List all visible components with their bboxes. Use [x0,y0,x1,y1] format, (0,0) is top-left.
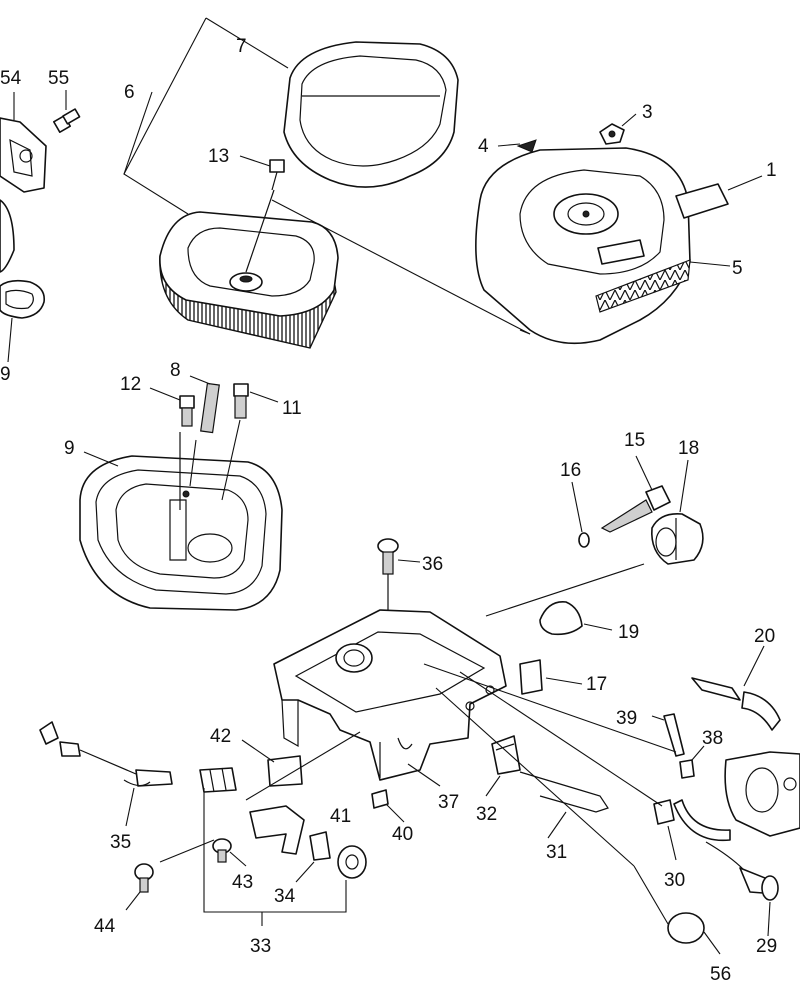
part-9-filter-base [79,432,283,611]
callout-44: 44 [94,916,116,937]
part-44-screw [134,863,154,893]
part-11-bolt [233,383,249,419]
carburetor [724,751,800,837]
callout-54: 54 [0,68,22,89]
part-34-washer [309,831,367,879]
part-16-o-ring [578,532,590,548]
part-15-bolt [600,485,671,533]
callout-33: 33 [250,936,271,957]
callout-1: 1 [766,160,777,181]
part-3-nut [599,123,625,145]
callout-38: 38 [702,728,723,749]
part-40-plate [371,789,389,809]
part-1-decal [675,183,729,219]
callout-labels: 1 3 4 5 6 7 8 9 11 12 13 15 16 17 18 19 … [0,36,777,985]
callout-11: 11 [282,398,302,419]
callout-43: 43 [232,872,253,893]
callout-15: 15 [624,430,645,451]
part-39-tube [663,713,685,757]
callout-19: 19 [618,622,639,643]
part-12-bolt [179,395,195,427]
callout-9-left-edge: 9 [0,364,11,385]
part-20-hose [691,677,781,731]
callout-55: 55 [48,68,69,89]
callout-3: 3 [642,102,653,123]
part-55-bolt [53,108,81,133]
callout-30: 30 [664,870,685,891]
part-38-fitting [679,759,695,779]
part-43-screw [212,838,232,863]
callout-20: 20 [754,626,775,647]
part-18-bushing [651,512,704,565]
callout-5: 5 [732,258,743,279]
part-7-prefilter-frame [283,41,459,188]
callout-36: 36 [422,554,443,575]
part-56-cap [667,912,705,944]
part-29-primer [705,841,779,901]
callout-18: 18 [678,438,699,459]
part-5-cover [475,147,691,345]
callout-9: 9 [64,438,75,459]
callout-56: 56 [710,964,731,985]
part-6-air-filter [159,211,339,349]
part-42-bracket [267,755,303,787]
callout-32: 32 [476,804,497,825]
callout-12: 12 [120,374,141,395]
callout-6: 6 [124,82,135,103]
part-8-stud [200,382,220,434]
callout-29: 29 [756,936,777,957]
callout-16: 16 [560,460,581,481]
callout-4: 4 [478,136,489,157]
callout-41: 41 [330,806,351,827]
part-31-rod [519,771,609,813]
part-19-cap [539,601,583,636]
part-30-fitting [653,799,731,842]
part-37-main-bracket [273,609,507,781]
callout-35: 35 [110,832,131,853]
callout-17: 17 [586,674,607,695]
part-17-gasket [519,659,543,695]
part-13-stud [245,159,285,273]
callout-39: 39 [616,708,637,729]
callout-13: 13 [208,146,229,167]
leader-lines [7,17,771,955]
part-35-cable [39,721,173,787]
callout-7: 7 [236,36,247,57]
part-54-gasket-plate [0,117,47,273]
callout-31: 31 [546,842,567,863]
callout-40: 40 [392,824,413,845]
part-59-gasket [0,279,46,319]
part-32-clip [491,735,521,775]
part-4-wedge [516,139,537,153]
callout-37: 37 [438,792,459,813]
callout-42: 42 [210,726,231,747]
part-33-switch [199,767,305,855]
callout-34: 34 [274,886,296,907]
callout-8: 8 [170,360,181,381]
assembly-lines [159,419,677,925]
